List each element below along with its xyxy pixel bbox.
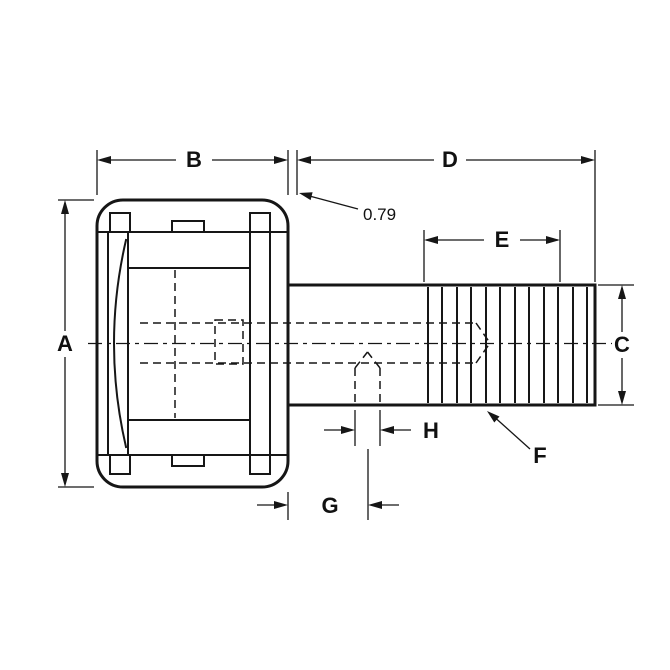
dim-label-c: C [614,332,630,357]
stud-shaft [286,283,597,407]
offset-value-label: 0.79 [363,205,396,224]
dimension-d: D [296,147,596,282]
roller-body [95,198,290,489]
dimension-c: C [598,284,634,406]
dimension-e: E [423,227,561,282]
dim-label-f: F [533,443,546,468]
callout-f: F [487,411,547,468]
dim-label-h: H [423,418,439,443]
dimension-a: A [57,199,94,488]
callout-offset: 0.79 [299,192,396,224]
dim-label-a: A [57,331,73,356]
dimension-g: G [257,449,399,520]
dim-label-e: E [495,227,510,252]
dimension-b: B [96,147,289,195]
dim-label-b: B [186,147,202,172]
dim-label-d: D [442,147,458,172]
hidden-lines [140,270,491,418]
dim-label-g: G [321,493,338,518]
dimension-h: H [324,410,439,446]
thread-lines [427,287,588,403]
